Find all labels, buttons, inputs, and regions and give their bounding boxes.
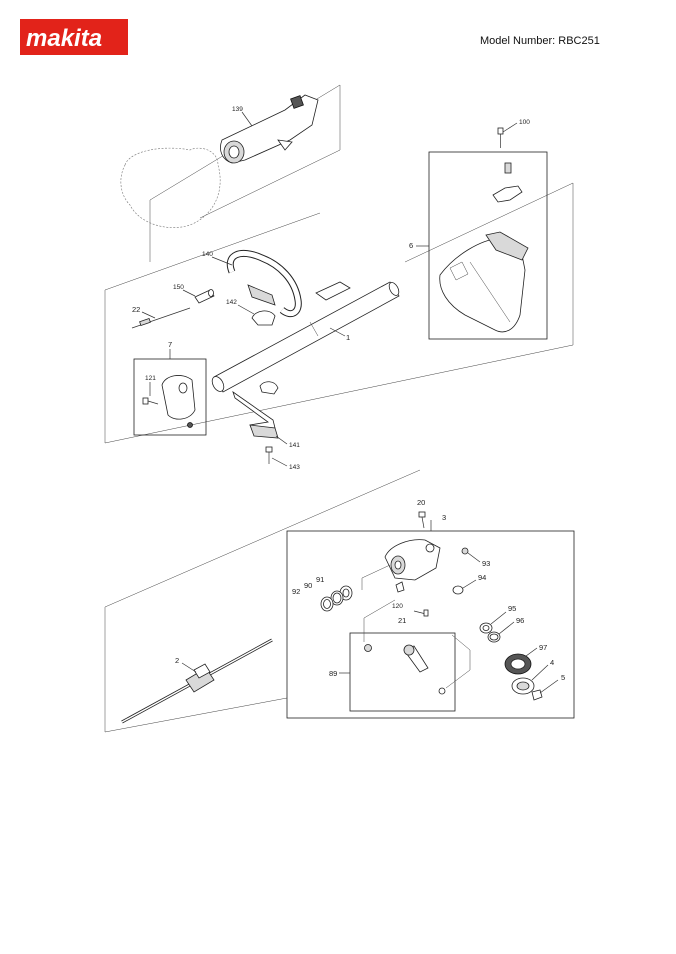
- drive-shaft-2: [121, 638, 273, 724]
- decal: [315, 281, 351, 301]
- label-97: 97: [539, 643, 547, 652]
- label-140: 140: [202, 251, 213, 258]
- spindle: [403, 644, 429, 673]
- loop-handle-140: [226, 250, 302, 318]
- label-121: 121: [145, 375, 156, 382]
- cup-4: [511, 677, 535, 695]
- pinion-gear: [364, 644, 372, 652]
- label-141: 141: [289, 442, 300, 449]
- throttle-handle-139: [220, 94, 319, 164]
- label-139: 139: [232, 106, 243, 113]
- label-96: 96: [516, 616, 524, 625]
- label-7: 7: [168, 340, 172, 349]
- spindle-subbox: [349, 632, 456, 712]
- label-2: 2: [175, 656, 179, 665]
- gearcase-box: [286, 530, 575, 719]
- nut-small: [438, 687, 446, 695]
- gear-case: [384, 539, 441, 581]
- label-93: 93: [482, 559, 490, 568]
- label-92: 92: [292, 587, 300, 596]
- screw-21: [413, 609, 429, 617]
- screw-100: [497, 127, 504, 148]
- lower-section-frame: [104, 607, 288, 733]
- label-90: 90: [304, 581, 312, 590]
- label-89: 89: [329, 669, 337, 678]
- label-120: 120: [392, 603, 403, 610]
- blade-holder-97: [504, 653, 532, 675]
- upper-section-frame: [104, 182, 574, 444]
- engine-outline: [120, 147, 221, 228]
- label-1: 1: [346, 333, 350, 342]
- screw-20: [418, 511, 426, 529]
- label-95: 95: [508, 604, 516, 613]
- handle-plane: [149, 84, 341, 262]
- screw-143: [265, 446, 273, 464]
- main-shaft-1: [211, 281, 400, 393]
- label-94: 94: [478, 573, 486, 582]
- guard-bracket: [492, 162, 523, 203]
- label-20: 20: [417, 498, 425, 507]
- label-4: 4: [550, 658, 554, 667]
- harness-bracket-141: [232, 381, 279, 439]
- grip-bracket: [161, 375, 196, 428]
- label-5: 5: [561, 673, 565, 682]
- label-22: 22: [132, 305, 140, 314]
- sleeve-150: [194, 289, 215, 304]
- snap-ring-90: [330, 590, 344, 606]
- plate-120: [395, 581, 405, 593]
- bolt-93: [461, 547, 469, 555]
- label-6: 6: [409, 241, 413, 250]
- seal-94: [452, 585, 464, 595]
- model-number: Model Number: RBC251: [480, 35, 600, 47]
- label-3: 3: [442, 513, 446, 522]
- label-21: 21: [398, 616, 406, 625]
- logo-background: [20, 19, 128, 55]
- makita-logo: makita: [20, 19, 128, 55]
- label-100: 100: [519, 119, 530, 126]
- label-142: 142: [226, 299, 237, 306]
- guard-box: [428, 151, 548, 340]
- shoulder-guard: [439, 231, 529, 333]
- screw-121: [142, 397, 159, 405]
- rod-22: [131, 307, 191, 329]
- logo-wordmark: makita: [26, 25, 102, 52]
- label-150: 150: [173, 284, 184, 291]
- label-91: 91: [316, 575, 324, 584]
- clamp-142: [251, 310, 276, 326]
- label-143: 143: [289, 464, 300, 471]
- nut-5: [531, 689, 543, 701]
- spacer-92: [320, 596, 334, 612]
